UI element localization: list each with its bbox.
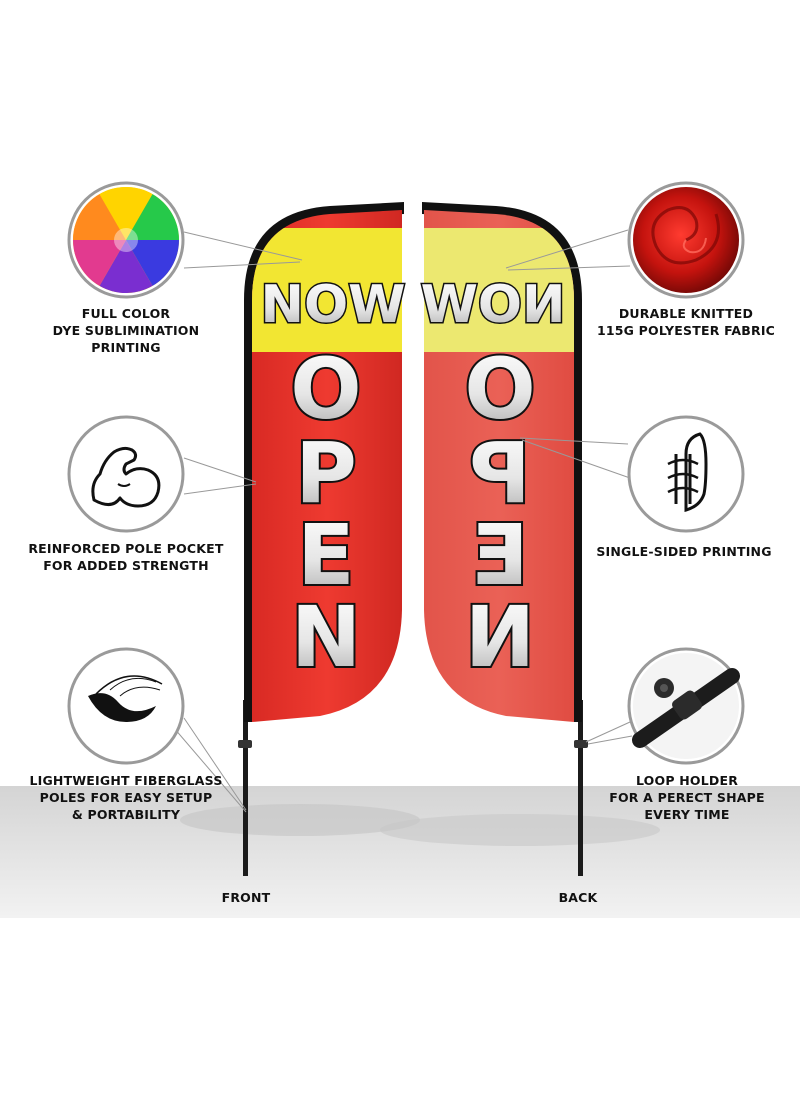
feature-label-sided: SINGLE-SIDED PRINTING: [596, 544, 772, 559]
back-yellow-banner: [424, 228, 574, 352]
back-letter: N: [465, 588, 535, 686]
back-top-word: NOW: [420, 275, 565, 335]
feather-icon: [67, 647, 185, 765]
feature-label-loop: LOOP HOLDER FOR A PERECT SHAPE EVERY TIM…: [609, 773, 765, 822]
callout-lines: [173, 229, 633, 813]
front-letter: E: [297, 506, 354, 604]
feature-label-printing: FULL COLOR DYE SUBLIMINATION PRINTING: [52, 306, 200, 355]
back-letter: E: [471, 506, 528, 604]
feature-label-pocket: REINFORCED POLE POCKET FOR ADDED STRENGT…: [28, 541, 224, 573]
front-pole: [243, 700, 248, 876]
shadow: [380, 814, 660, 846]
front-label: FRONT: [221, 890, 271, 905]
front-letter: P: [295, 424, 357, 522]
front-yellow-banner: [252, 228, 402, 352]
feature-label-fabric: DURABLE KNITTED 115G POLYESTER FABRIC: [596, 306, 776, 338]
back-flag: NOW O P E N: [419, 202, 588, 876]
back-letter: P: [469, 424, 531, 522]
color-wheel-icon: [67, 181, 185, 299]
red-fabric-icon: [627, 181, 745, 299]
front-loop: [238, 740, 252, 748]
flexed-arm-icon: [67, 415, 185, 533]
back-label: BACK: [558, 890, 598, 905]
front-letter: N: [291, 588, 361, 686]
shadow: [180, 804, 420, 836]
pole-pocket-icon: [627, 415, 745, 533]
front-pole-pocket: [244, 202, 404, 722]
front-top-word: NOW: [260, 275, 405, 335]
back-letter: O: [464, 340, 535, 438]
front-letter: O: [290, 340, 361, 438]
feature-label-poles: LIGHTWEIGHT FIBERGLASS POLES FOR EASY SE…: [29, 773, 223, 822]
loop-holder-icon: [627, 647, 745, 765]
ground-floor: [0, 786, 800, 918]
back-pole: [578, 700, 583, 876]
back-pole-pocket: [422, 202, 582, 722]
back-loop: [574, 740, 588, 748]
front-flag: NOW O P E N: [238, 202, 407, 876]
